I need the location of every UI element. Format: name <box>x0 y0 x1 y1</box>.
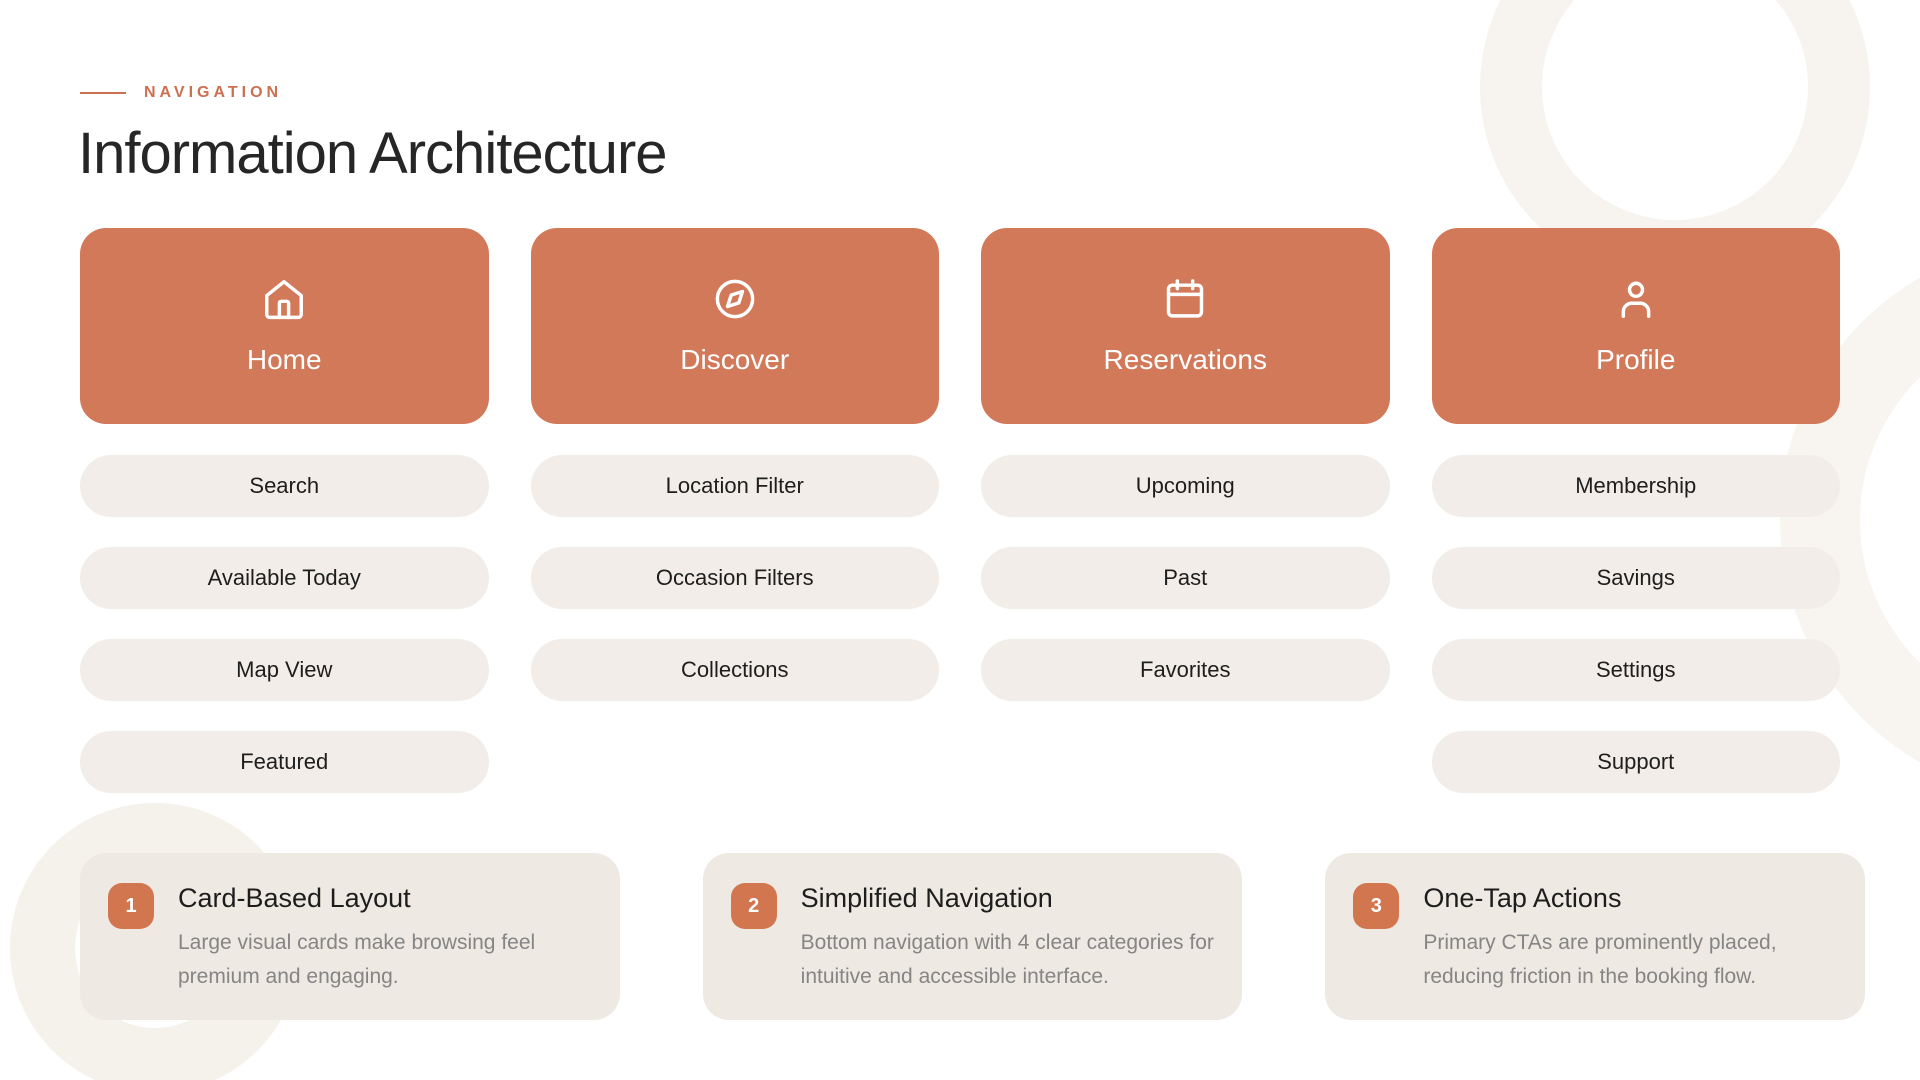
callout-title: Card-Based Layout <box>178 883 411 913</box>
nav-subitem-featured: Featured <box>80 731 489 793</box>
nav-category-label: Discover <box>680 344 790 375</box>
nav-category-profile: Profile <box>1431 228 1840 424</box>
callout-card-3: 3 One-Tap Actions Primary CTAs are promi… <box>1325 853 1865 1021</box>
callout-title: Simplified Navigation <box>800 883 1053 913</box>
nav-subitem-membership: Membership <box>1431 455 1840 517</box>
nav-subitem-favorites: Favorites <box>981 639 1390 701</box>
nav-subitem-location-filter: Location Filter <box>530 455 939 517</box>
calendar-icon <box>1167 279 1204 318</box>
user-icon <box>1621 281 1651 318</box>
nav-subitem-support: Support <box>1431 731 1840 793</box>
compass-icon <box>715 279 755 319</box>
callout-number-badge: 2 <box>730 883 777 929</box>
page-title: Information Architecture <box>78 121 668 186</box>
nav-subitem-collections: Collections <box>530 639 939 701</box>
nav-subitem-savings: Savings <box>1431 547 1840 609</box>
nav-column-discover: Discover Location Filter Occasion Filter… <box>530 228 939 823</box>
nav-subitem-map-view: Map View <box>80 639 489 701</box>
nav-subitem-search: Search <box>80 455 489 517</box>
nav-column-reservations: Reservations Upcoming Past Favorites <box>981 228 1390 823</box>
callout-title: One-Tap Actions <box>1423 883 1622 913</box>
nav-category-label: Home <box>246 344 322 375</box>
callout-description: Large visual cards make browsing feel pr… <box>178 931 536 989</box>
nav-subitem-settings: Settings <box>1431 639 1840 701</box>
callout-card-1: 1 Card-Based Layout Large visual cards m… <box>80 853 620 1021</box>
nav-column-home: Home Search Available Today Map View Fea… <box>80 228 489 823</box>
nav-category-reservations: Reservations <box>981 228 1390 424</box>
callout-description: Primary CTAs are prominently placed, red… <box>1423 931 1777 989</box>
nav-subitem-past: Past <box>981 547 1390 609</box>
callout-text: One-Tap Actions Primary CTAs are promine… <box>1423 879 1837 994</box>
section-eyebrow: NAVIGATION <box>80 84 282 102</box>
eyebrow-rule <box>80 92 126 94</box>
nav-column-profile: Profile Membership Savings Settings Supp… <box>1431 228 1840 823</box>
nav-category-discover: Discover <box>530 228 939 424</box>
callout-number-badge: 1 <box>108 883 154 929</box>
nav-subitem-upcoming: Upcoming <box>981 455 1390 517</box>
eyebrow-label: NAVIGATION <box>144 84 283 101</box>
nav-subitem-available-today: Available Today <box>80 547 489 609</box>
nav-category-label: Profile <box>1596 344 1676 375</box>
nav-category-label: Reservations <box>1103 344 1267 375</box>
callout-description: Bottom navigation with 4 clear categorie… <box>800 931 1214 989</box>
nav-columns: Home Search Available Today Map View Fea… <box>80 228 1840 823</box>
callout-row: 1 Card-Based Layout Large visual cards m… <box>80 853 1865 1021</box>
nav-category-home: Home <box>80 228 489 424</box>
callout-number-badge: 3 <box>1353 883 1400 929</box>
nav-subitem-occasion-filters: Occasion Filters <box>530 547 939 609</box>
home-icon <box>265 280 304 320</box>
callout-text: Card-Based Layout Large visual cards mak… <box>178 879 592 994</box>
callout-text: Simplified Navigation Bottom navigation … <box>801 879 1215 994</box>
callout-card-2: 2 Simplified Navigation Bottom navigatio… <box>702 853 1243 1021</box>
